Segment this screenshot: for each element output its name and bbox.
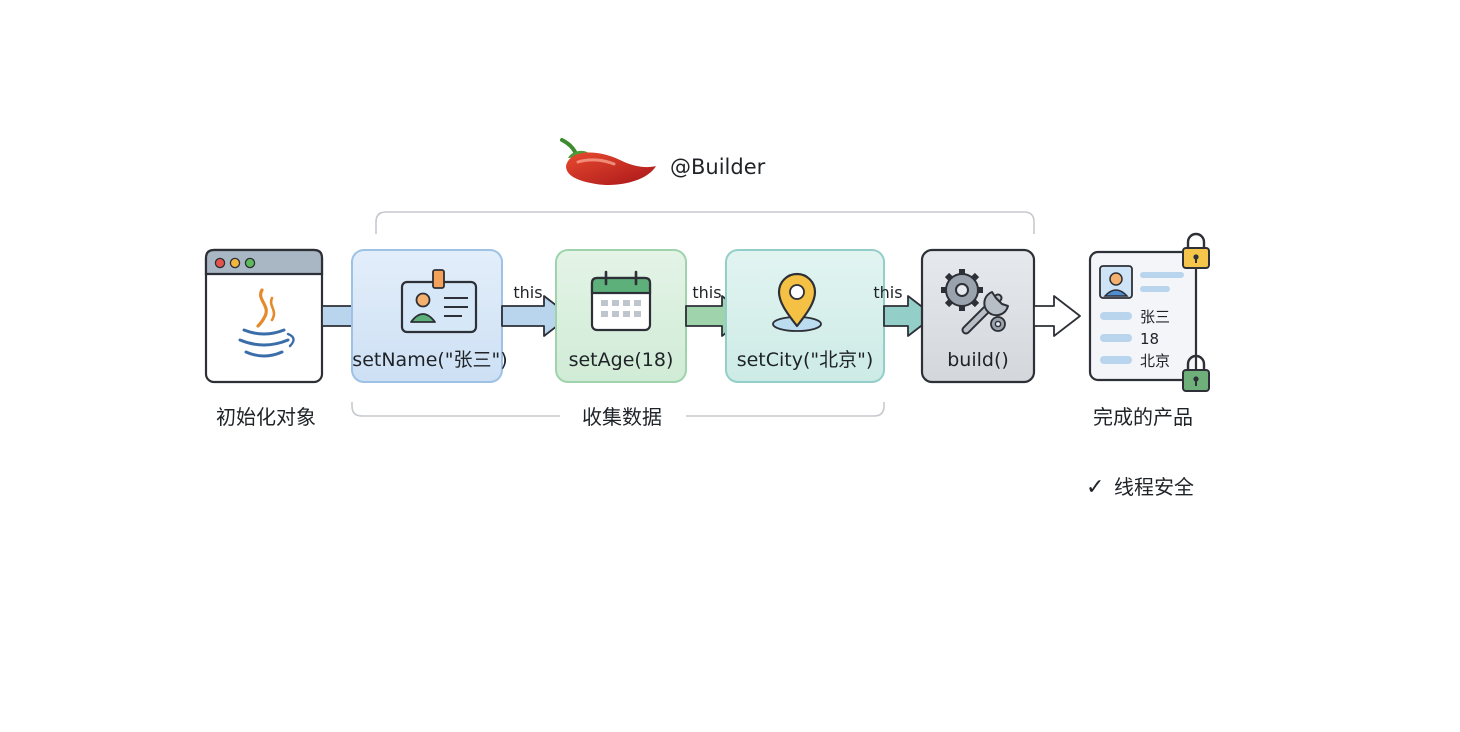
stage-set-city: setCity("北京") (725, 249, 885, 383)
builder-annotation-text: @Builder (670, 155, 766, 179)
gear-wrench-icon (941, 269, 1009, 335)
return-this-label-1: this (513, 283, 542, 302)
calendar-icon (590, 270, 652, 332)
stage-init (204, 248, 324, 384)
stage-set-name-label: setName("张三") (352, 349, 507, 371)
stage-set-city-label: setCity("北京") (737, 349, 874, 371)
product-field-city: 北京 (1140, 352, 1170, 370)
stage-set-age-label: setAge(18) (569, 349, 674, 371)
stage-build-label: build() (947, 349, 1009, 371)
flow-arrow-5 (1033, 295, 1081, 337)
product-label: 完成的产品 (1093, 405, 1193, 429)
checkmark-icon: ✓ (1086, 475, 1104, 500)
collect-data-bracket (351, 402, 885, 417)
product-field-name: 张三 (1140, 308, 1170, 326)
return-this-label-3: this (873, 283, 902, 302)
thread-safe-label: 线程安全 (1114, 475, 1194, 499)
lock-icon (1182, 354, 1210, 392)
return-this-label-2: this (692, 283, 721, 302)
product-card: 张三 18 北京 (1088, 232, 1210, 392)
collect-data-label: 收集数据 (582, 405, 662, 429)
chili-pepper-icon (560, 138, 656, 186)
builder-scope-bracket (375, 211, 1035, 234)
map-pin-icon (772, 272, 822, 332)
stage-set-age: setAge(18) (555, 249, 687, 383)
product-field-age: 18 (1140, 330, 1159, 348)
id-card-icon (400, 269, 478, 334)
stage-set-name: setName("张三") (351, 249, 508, 383)
stage-init-label: 初始化对象 (216, 405, 316, 429)
stage-build: build() (920, 248, 1036, 384)
lock-icon (1182, 232, 1210, 269)
